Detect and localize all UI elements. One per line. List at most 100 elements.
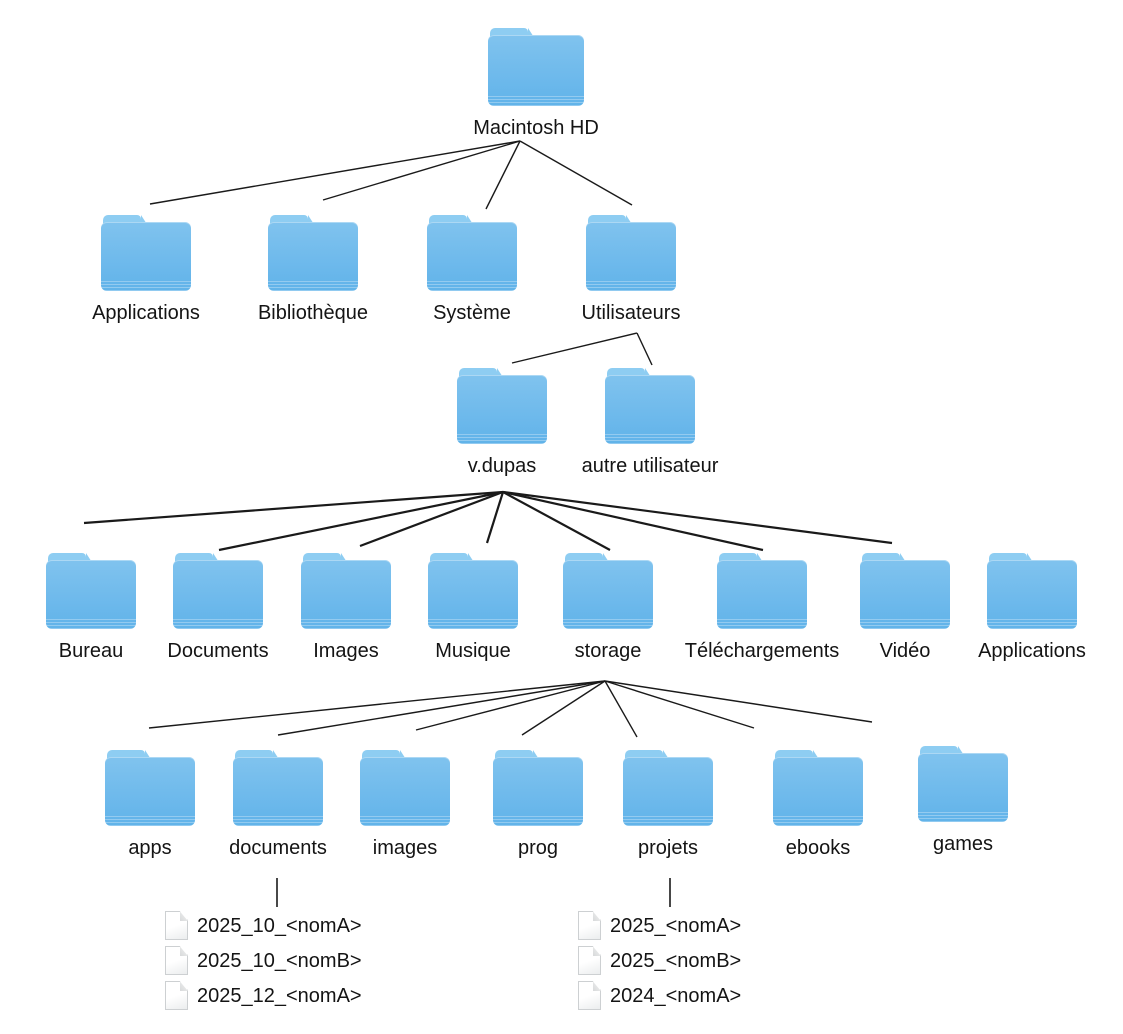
folder-label: Vidéo bbox=[879, 640, 931, 662]
edge-vdupas-images bbox=[359, 490, 504, 548]
folder-icon bbox=[268, 215, 358, 291]
file-name: 2025_10_<nomA> bbox=[197, 914, 362, 937]
folder-label: Système bbox=[433, 302, 511, 324]
folder-label: autre utilisateur bbox=[581, 455, 719, 477]
folder-node-prog: prog bbox=[463, 750, 613, 860]
folder-node-applications: Applications bbox=[71, 215, 221, 325]
folder-label: Images bbox=[313, 640, 379, 662]
folder-node-bibliotheque: Bibliothèque bbox=[238, 215, 388, 325]
folder-node-telechargements: Téléchargements bbox=[684, 553, 840, 663]
edge-storage-documents bbox=[277, 680, 606, 736]
edge-storage-projets bbox=[604, 680, 638, 738]
folder-icon bbox=[717, 553, 807, 629]
edge-vdupas-documents bbox=[218, 490, 504, 552]
folder-node-applications-home: Applications bbox=[957, 553, 1107, 663]
folder-icon bbox=[233, 750, 323, 826]
folder-node-storage: storage bbox=[533, 553, 683, 663]
folder-icon bbox=[101, 215, 191, 291]
folder-node-autre-utilisateur: autre utilisateur bbox=[575, 368, 725, 478]
folder-node-documents-home: Documents bbox=[143, 553, 293, 663]
file-icon bbox=[165, 946, 188, 975]
edge-storage-games bbox=[604, 680, 873, 723]
folder-icon bbox=[773, 750, 863, 826]
folder-node-documents-storage: documents bbox=[203, 750, 353, 860]
folder-node-utilisateurs: Utilisateurs bbox=[556, 215, 706, 325]
folder-icon bbox=[428, 553, 518, 629]
edge-utilisateurs-autre bbox=[636, 332, 653, 366]
edge-root-utilisateurs bbox=[519, 140, 633, 206]
folder-node-systeme: Système bbox=[397, 215, 547, 325]
folder-icon bbox=[860, 553, 950, 629]
file-icon bbox=[165, 911, 188, 940]
file-icon bbox=[578, 981, 601, 1010]
folder-label: projets bbox=[637, 837, 699, 859]
folder-node-images-storage: images bbox=[330, 750, 480, 860]
folder-node-ebooks: ebooks bbox=[743, 750, 893, 860]
folder-label: Macintosh HD bbox=[473, 117, 599, 139]
folder-icon bbox=[488, 28, 584, 106]
folder-label: games bbox=[932, 833, 994, 855]
file-row: 2025_10_<nomB> bbox=[165, 946, 362, 975]
edge-vdupas-video bbox=[502, 490, 893, 545]
folder-label: Musique bbox=[435, 640, 511, 662]
folder-icon bbox=[173, 553, 263, 629]
folder-node-video: Vidéo bbox=[830, 553, 980, 663]
file-name: 2025_<nomB> bbox=[610, 949, 742, 972]
file-row: 2024_<nomA> bbox=[578, 981, 741, 1010]
storage-fan-edges bbox=[148, 680, 873, 738]
folder-label: apps bbox=[128, 837, 172, 859]
folder-node-vdupas: v.dupas bbox=[427, 368, 577, 478]
folder-label: Documents bbox=[167, 640, 269, 662]
folder-icon bbox=[623, 750, 713, 826]
file-list-edges bbox=[276, 878, 671, 907]
edge-storage-prog bbox=[521, 680, 606, 736]
folder-node-projets: projets bbox=[593, 750, 743, 860]
edge-vdupas-musique bbox=[485, 491, 505, 544]
edge-root-bibliotheque bbox=[322, 140, 521, 201]
file-row: 2025_<nomB> bbox=[578, 946, 741, 975]
file-icon bbox=[578, 911, 601, 940]
folder-label: documents bbox=[229, 837, 327, 859]
edge-vdupas-storage bbox=[502, 491, 611, 551]
folder-label: Bureau bbox=[58, 640, 124, 662]
folder-icon bbox=[563, 553, 653, 629]
folder-icon bbox=[46, 553, 136, 629]
file-name: 2025_12_<nomA> bbox=[197, 984, 362, 1007]
folder-icon bbox=[301, 553, 391, 629]
file-row: 2025_10_<nomA> bbox=[165, 911, 362, 940]
folder-label: Bibliothèque bbox=[257, 302, 369, 324]
users-fan-edges bbox=[511, 332, 653, 366]
vdupas-fan-edges bbox=[83, 490, 893, 552]
file-name: 2025_10_<nomB> bbox=[197, 949, 362, 972]
folder-label: storage bbox=[574, 640, 642, 662]
edge-root-systeme bbox=[485, 140, 521, 210]
edge-vdupas-telechargements bbox=[502, 490, 764, 552]
edge-vdupas-bureau bbox=[83, 490, 504, 525]
edge-storage-images bbox=[415, 680, 606, 731]
folder-icon bbox=[457, 368, 547, 444]
folder-icon bbox=[987, 553, 1077, 629]
folder-icon bbox=[427, 215, 517, 291]
file-icon bbox=[165, 981, 188, 1010]
folder-node-macintosh-hd: Macintosh HD bbox=[461, 28, 611, 140]
folder-icon bbox=[918, 746, 1008, 822]
edge-root-applications bbox=[149, 140, 521, 205]
folder-node-bureau: Bureau bbox=[16, 553, 166, 663]
folder-icon bbox=[605, 368, 695, 444]
folder-icon bbox=[493, 750, 583, 826]
file-row: 2025_<nomA> bbox=[578, 911, 741, 940]
folder-icon bbox=[360, 750, 450, 826]
edge-storage-ebooks bbox=[604, 680, 755, 729]
folder-node-games: games bbox=[888, 746, 1038, 856]
folder-label: images bbox=[372, 837, 438, 859]
folder-label: Téléchargements bbox=[684, 640, 840, 662]
folder-label: Applications bbox=[92, 302, 200, 324]
folder-label: ebooks bbox=[785, 837, 851, 859]
root-fan-edges bbox=[149, 140, 633, 210]
folder-label: prog bbox=[517, 837, 559, 859]
folder-label: v.dupas bbox=[467, 455, 537, 477]
folder-label: Applications bbox=[978, 640, 1086, 662]
folder-node-musique: Musique bbox=[398, 553, 548, 663]
